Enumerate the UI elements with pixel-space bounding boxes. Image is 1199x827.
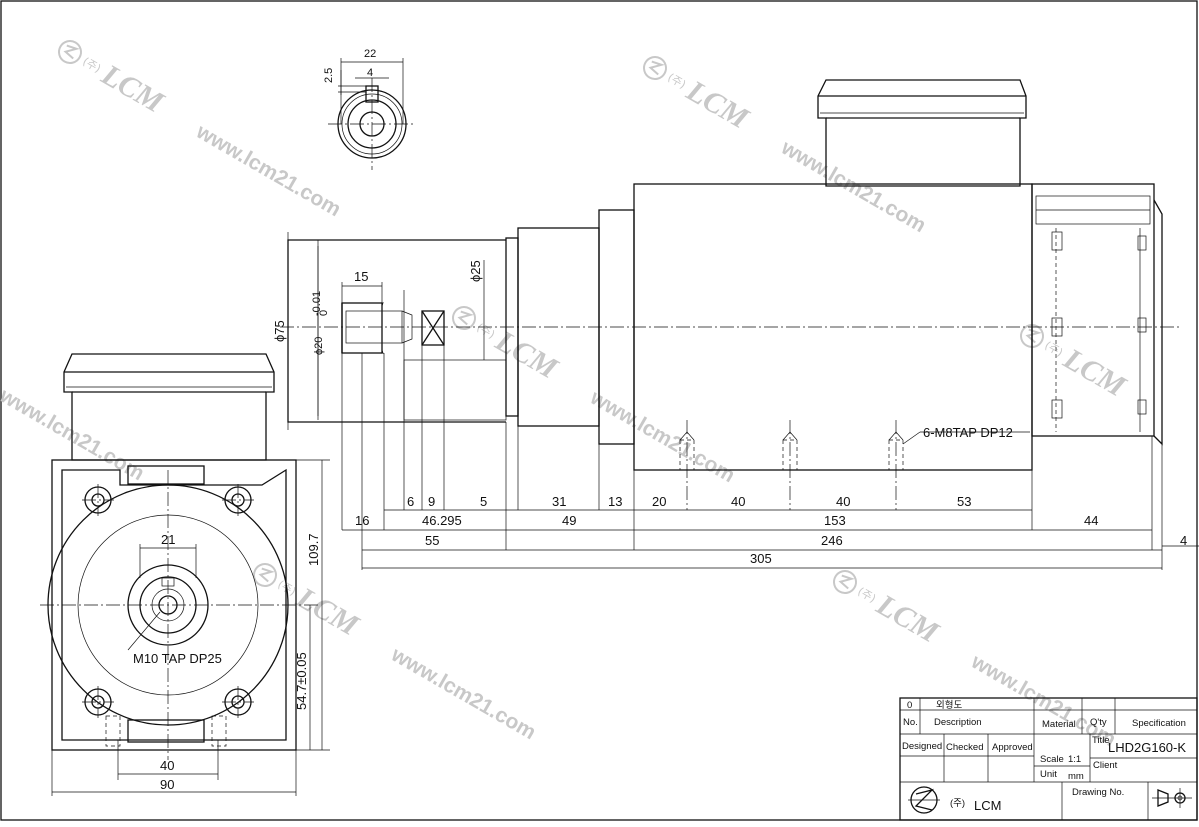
tap-hole-2: [782, 420, 798, 510]
svg-text:ϕ20: ϕ20: [313, 337, 325, 355]
svg-text:LCM: LCM: [290, 581, 365, 643]
svg-text:외형도: 외형도: [936, 699, 962, 711]
svg-text:21: 21: [161, 532, 175, 547]
svg-text:153: 153: [824, 513, 846, 528]
svg-text:www.lcm21.com: www.lcm21.com: [387, 643, 540, 745]
svg-text:mm: mm: [1068, 771, 1084, 782]
svg-text:Material: Material: [1042, 719, 1076, 730]
svg-text:6: 6: [407, 494, 414, 509]
svg-text:305: 305: [750, 551, 772, 566]
svg-text:(주): (주): [950, 798, 965, 809]
svg-text:Unit: Unit: [1040, 769, 1057, 780]
svg-text:Checked: Checked: [946, 742, 984, 753]
svg-text:40: 40: [731, 494, 745, 509]
svg-text:LCM: LCM: [680, 74, 755, 136]
svg-text:55: 55: [425, 533, 439, 548]
svg-text:(주): (주): [1042, 339, 1065, 360]
svg-text:46.295: 46.295: [422, 513, 462, 528]
tap-note: 6-M8TAP DP12: [923, 425, 1013, 440]
svg-text:16: 16: [355, 513, 369, 528]
svg-text:40: 40: [160, 758, 174, 773]
projection-symbol-icon: [1152, 788, 1192, 808]
svg-text:246: 246: [821, 533, 843, 548]
bolt-hole-tr: [222, 484, 254, 516]
svg-text:No.: No.: [903, 717, 918, 728]
company-logo: (주) LCM: [908, 786, 1001, 814]
front-view: 21 M10 TAP DP25 109.7 54.7±0.05 40 90: [40, 353, 330, 796]
svg-text:1:1: 1:1: [1068, 754, 1081, 765]
svg-text:Q'ty: Q'ty: [1090, 717, 1107, 728]
svg-text:(주): (주): [80, 55, 103, 76]
bolt-hole-bl: [82, 686, 114, 718]
svg-text:0: 0: [318, 310, 330, 316]
svg-text:Designed: Designed: [902, 741, 942, 752]
watermark-2: (주) LCM www.lcm21.com: [643, 56, 930, 237]
watermark-6: (주) LCM www.lcm21.com: [253, 563, 540, 745]
svg-text:M10 TAP DP25: M10 TAP DP25: [133, 651, 222, 666]
svg-text:(주): (주): [665, 71, 688, 92]
svg-text:Description: Description: [934, 717, 982, 728]
tap-hole-1: [679, 420, 695, 510]
svg-text:www.lcm21.com: www.lcm21.com: [586, 386, 739, 488]
svg-text:54.7±0.05: 54.7±0.05: [294, 652, 309, 710]
svg-text:20: 20: [652, 494, 666, 509]
svg-text:Approved: Approved: [992, 742, 1033, 753]
svg-text:LHD2G160-K: LHD2G160-K: [1108, 740, 1186, 755]
svg-text:Title: Title: [1092, 735, 1110, 746]
svg-text:90: 90: [160, 777, 174, 792]
watermark-1: (주) LCM www.lcm21.com: [58, 40, 345, 222]
svg-text:31: 31: [552, 494, 566, 509]
svg-text:44: 44: [1084, 513, 1098, 528]
svg-text:5: 5: [480, 494, 487, 509]
side-view: 6-M8TAP DP12 ϕ75 ϕ20 0 -0.01 ϕ25 15 6 9 …: [272, 79, 1199, 570]
svg-text:ϕ25: ϕ25: [468, 260, 483, 282]
svg-text:LCM: LCM: [489, 324, 564, 386]
svg-text:4: 4: [1180, 533, 1187, 548]
svg-text:ϕ75: ϕ75: [272, 320, 287, 342]
bolt-hole-br: [222, 686, 254, 718]
svg-text:-0.01: -0.01: [311, 291, 323, 316]
svg-text:2.5: 2.5: [323, 68, 335, 83]
tap-hole-3: [888, 420, 904, 510]
svg-text:LCM: LCM: [974, 798, 1001, 813]
svg-text:Client: Client: [1093, 760, 1118, 771]
svg-text:15: 15: [354, 269, 368, 284]
svg-text:LCM: LCM: [95, 58, 170, 120]
bolt-hole-tl: [82, 484, 114, 516]
svg-text:13: 13: [608, 494, 622, 509]
svg-text:53: 53: [957, 494, 971, 509]
svg-text:LCM: LCM: [1057, 342, 1132, 404]
svg-text:(주): (주): [855, 585, 878, 606]
svg-text:www.lcm21.com: www.lcm21.com: [192, 120, 345, 222]
title-block: 0 외형도 No. Description Material Q'ty Spec…: [899, 697, 1198, 821]
svg-text:Drawing No.: Drawing No.: [1072, 787, 1124, 798]
svg-text:22: 22: [364, 48, 376, 60]
keyway-detail-view: 22 2.5 4: [323, 48, 416, 170]
svg-text:109.7: 109.7: [306, 533, 321, 566]
svg-text:49: 49: [562, 513, 576, 528]
svg-text:9: 9: [428, 494, 435, 509]
svg-text:LCM: LCM: [870, 588, 945, 650]
svg-text:(주): (주): [474, 321, 497, 342]
svg-text:Scale: Scale: [1040, 754, 1064, 765]
svg-text:Specification: Specification: [1132, 718, 1186, 729]
svg-text:0: 0: [907, 700, 912, 711]
svg-text:40: 40: [836, 494, 850, 509]
svg-text:4: 4: [367, 67, 373, 79]
